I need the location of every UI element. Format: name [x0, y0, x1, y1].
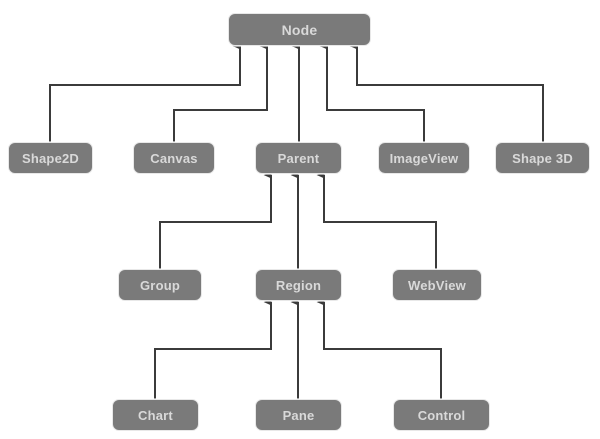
class-box-canvas[interactable]: Canvas	[133, 142, 215, 174]
class-box-imageview[interactable]: ImageView	[378, 142, 470, 174]
inheritance-edge-shape3d-to-node	[349, 42, 544, 142]
class-box-label: Parent	[277, 150, 320, 166]
class-box-shape3d[interactable]: Shape 3D	[495, 142, 590, 174]
inheritance-edge-chart-to-region	[154, 298, 272, 399]
inheritance-edge-webview-to-parent	[316, 171, 437, 269]
inheritance-edge-control-to-region	[316, 298, 442, 399]
class-box-label: Canvas	[150, 150, 198, 166]
class-box-parent[interactable]: Parent	[255, 142, 342, 174]
class-box-label: Control	[417, 407, 466, 423]
inheritance-edge-canvas-to-node	[173, 42, 268, 142]
class-box-label: Chart	[138, 407, 173, 423]
class-box-chart[interactable]: Chart	[112, 399, 199, 431]
edge-group	[49, 42, 544, 399]
class-box-label: WebView	[408, 277, 466, 293]
class-box-shape2d[interactable]: Shape2D	[8, 142, 93, 174]
class-box-node[interactable]: Node	[228, 13, 371, 46]
class-box-control[interactable]: Control	[393, 399, 490, 431]
class-box-label: Pane	[282, 407, 315, 423]
class-box-label: Shape 3D	[512, 150, 573, 166]
class-box-region[interactable]: Region	[255, 269, 342, 301]
inheritance-edge-imageview-to-node	[319, 42, 425, 142]
class-box-label: Region	[275, 277, 322, 293]
class-box-label: Shape2D	[21, 150, 80, 166]
class-box-label: Group	[140, 277, 180, 293]
inheritance-edge-group-to-parent	[159, 171, 272, 269]
class-box-label: ImageView	[389, 150, 459, 166]
class-box-group[interactable]: Group	[118, 269, 202, 301]
class-box-pane[interactable]: Pane	[255, 399, 342, 431]
class-box-webview[interactable]: WebView	[392, 269, 482, 301]
inheritance-edge-shape2d-to-node	[49, 42, 241, 142]
class-box-label: Node	[281, 21, 318, 38]
